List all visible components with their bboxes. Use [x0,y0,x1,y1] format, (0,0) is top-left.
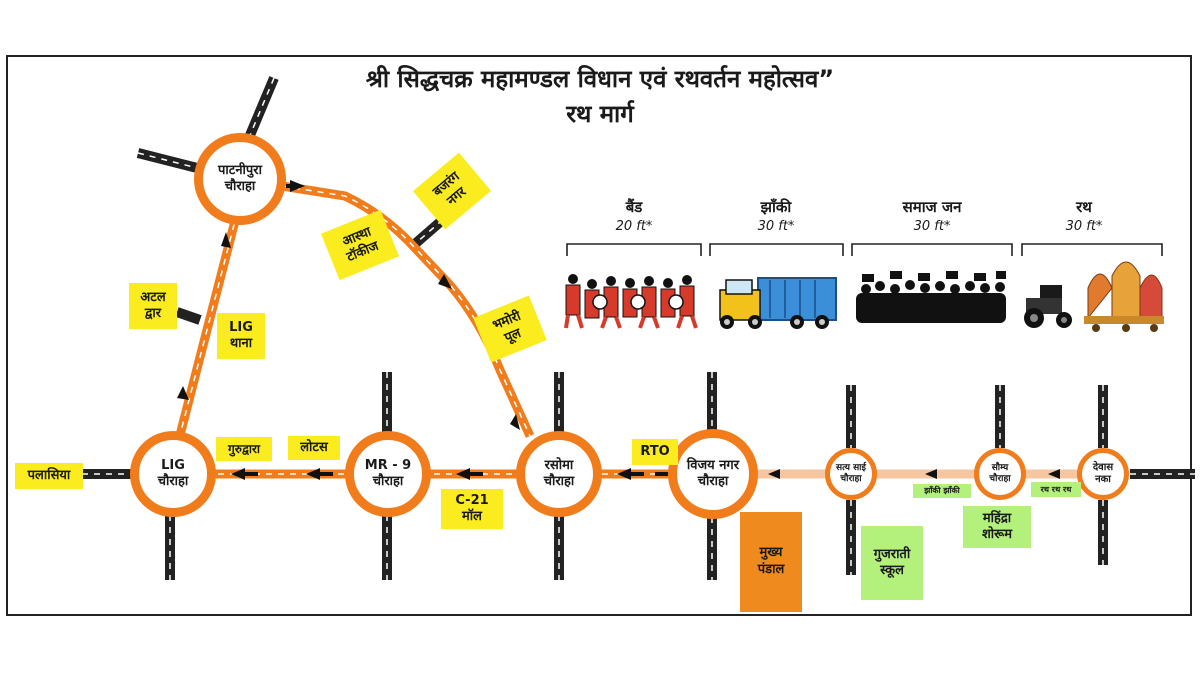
landmark-line: मॉल [462,509,482,524]
landmark-line: LIG [229,319,253,335]
landmark-gurudwara: गुरुद्वारा [216,437,272,461]
landmark-palasiya: पलासिया [15,463,83,489]
arrow-icon [768,469,780,479]
junction-label: चौराहा [372,474,404,489]
landmark-line: गुजराती [873,546,911,562]
junction-label: रसोमा [544,457,574,473]
procession-band-name: बैंड [625,198,643,216]
road-patnipura-west [136,148,207,175]
landmark-line: C-21 [455,492,489,508]
arrow-icon [456,468,470,480]
page-subtitle: रथ मार्ग [566,100,634,128]
arrow-icon [290,180,305,192]
procession-jhanki-length: 30 ft* [757,219,795,234]
truck-icon [719,277,837,329]
junction-label: नका [1095,474,1111,485]
junction-label: देवास [1092,461,1114,473]
landmark-line: महिंद्रा [982,510,1012,526]
page-title: श्री सिद्धचक्र महामण्डल विधान एवं रथवर्त… [365,65,835,93]
junction-rasoma: रसोमाचौराहा [516,431,602,517]
landmark-line: शोरूम [981,527,1013,542]
arrow-icon [438,274,452,289]
procession-rath-name: रथ [1076,198,1092,216]
junction-patnipura: पाटनीपुराचौराहा [194,133,286,225]
procession-samaj-length: 30 ft* [913,219,951,234]
landmark-line: द्वार [144,306,162,321]
junction-label: चौराहा [989,474,1011,484]
rath-position-tag: रथ रथ रथ [1031,482,1081,497]
junction-label: MR - 9 [364,457,412,473]
road-patnipura-north [243,76,279,142]
junction-label: चौराहा [543,474,575,489]
arrow-icon [306,468,320,480]
junction-label: चौराहा [697,474,729,489]
junction-label: सत्य साई [836,462,866,473]
procession-rath-length: 30 ft* [1065,219,1103,234]
landmark-rto: RTO [632,439,678,465]
crowd-icon [856,271,1006,323]
procession-brackets [566,243,1163,256]
arrow-icon [617,468,631,480]
arrow-icon [925,469,937,479]
junction-label: चौराहा [224,179,256,194]
junction-label: चौराहा [157,474,189,489]
junction-label: पाटनीपुरा [218,162,262,178]
arrow-icon [510,414,520,430]
road-atal-dwar [175,307,202,325]
procession-samaj-name: समाज जन [902,198,962,216]
road-markings [82,77,1195,580]
band-icon [564,274,698,329]
jhanki-position-tag: झाँकी झाँकी [913,484,971,498]
landmark-line: थाना [229,336,253,351]
procession-jhanki-name: झाँकी [760,198,792,216]
junction-label: LIG [161,457,185,473]
junction-label: विजय नगर [686,457,740,473]
landmark-line: मुख्य [759,545,783,561]
procession-band-length: 20 ft* [615,219,653,234]
landmark-gujarati-school: गुजरातीस्कूल [861,526,923,600]
arrow-icon [177,386,189,400]
junction-label: सौम्य [991,462,1009,473]
arrow-icon [221,232,231,248]
landmark-line: स्कूल [880,563,904,578]
arrow-icon [231,468,245,480]
direction-arrows [177,180,1060,480]
landmark-mahindra-showroom: महिंद्राशोरूम [963,506,1031,548]
arrow-icon [1048,469,1060,479]
chariot-icon [1024,261,1164,332]
landmark-line: अटल [140,289,166,305]
route-center-dash [169,181,712,475]
landmark-line: पंडाल [757,562,785,577]
landmark-lotus: लोटस [288,436,340,460]
junction-label: चौराहा [840,474,862,484]
